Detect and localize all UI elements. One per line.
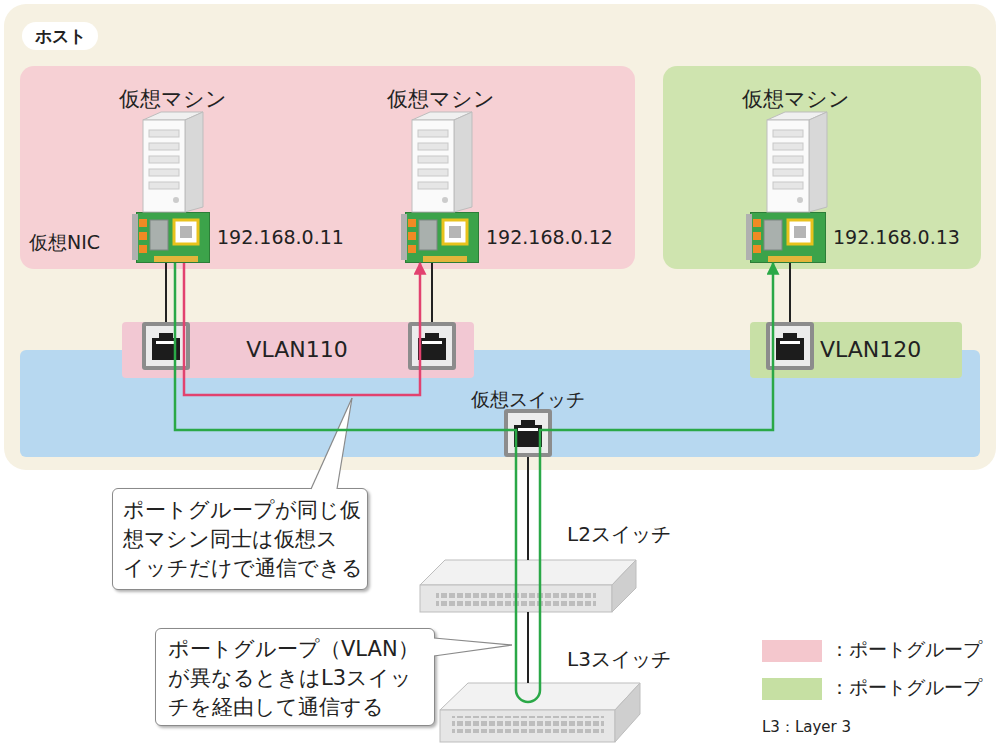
legend-text: ：ポートグループ bbox=[830, 676, 982, 700]
callout-tail bbox=[433, 638, 512, 656]
node-label: VLAN120 bbox=[820, 336, 921, 364]
l3-switch-icon bbox=[440, 683, 640, 710]
l3-switch-icon bbox=[615, 683, 640, 742]
virtual-nic: 192.168.0.12 bbox=[405, 212, 479, 263]
legend-entry: ：ポートグループ bbox=[762, 640, 992, 664]
node-label: ホスト bbox=[22, 22, 98, 50]
l3-switch-icon bbox=[452, 716, 604, 733]
l2-switch-icon bbox=[420, 560, 636, 585]
callout-note: ポートグループが同じ仮 想マシン同士は仮想ス イッチだけで通信できる bbox=[112, 488, 368, 590]
callout-note: ポートグループ（VLAN） が異なるときはL3スイッ チを経由して通信する bbox=[155, 628, 435, 726]
node-label: 仮想マシン bbox=[110, 86, 235, 112]
host-machine: ホスト仮想マシン仮想NIC192.168.0.11仮想マシン192.168.0.… bbox=[4, 4, 996, 470]
node-label: 192.168.0.12 bbox=[486, 226, 613, 250]
callout-tail bbox=[434, 645, 512, 656]
virtual-nic: 仮想NIC192.168.0.11 bbox=[136, 212, 210, 263]
node-label: 仮想マシン bbox=[378, 86, 503, 112]
legend-text: ：ポートグループ bbox=[830, 638, 982, 662]
uplink-cable bbox=[527, 457, 529, 560]
uplink-cable bbox=[527, 612, 529, 683]
node-label: 仮想NIC bbox=[29, 231, 100, 255]
node-label: 仮想スイッチ bbox=[428, 388, 628, 412]
virtual-machine: 仮想マシン192.168.0.13 bbox=[733, 80, 858, 215]
l2-switch-icon bbox=[436, 590, 596, 607]
legend-entry: ：ポートグループ bbox=[762, 678, 992, 702]
virtual-nic: 192.168.0.13 bbox=[750, 212, 826, 263]
node-label: VLAN110 bbox=[222, 336, 372, 364]
l3-switch: L3スイッチ bbox=[440, 683, 640, 745]
vlan-port-group: VLAN120 bbox=[750, 322, 962, 378]
node-label: 192.168.0.11 bbox=[217, 226, 344, 250]
node-label: ポートグループ（VLAN） が異なるときはL3スイッ チを経由して通信する bbox=[168, 635, 428, 722]
legend-swatch bbox=[762, 640, 822, 662]
abbreviation-note: L3：Layer 3 bbox=[762, 718, 851, 737]
vlan-port-group: VLAN110 bbox=[122, 322, 474, 378]
callout-tail bbox=[434, 638, 512, 645]
node-label: L3スイッチ bbox=[567, 647, 671, 672]
virtual-machine: 仮想マシン仮想NIC192.168.0.11 bbox=[110, 80, 235, 215]
node-label: 仮想マシン bbox=[733, 86, 858, 112]
l3-switch-icon bbox=[440, 710, 615, 742]
l2-switch-icon bbox=[612, 560, 636, 612]
l2-switch-icon bbox=[420, 560, 636, 612]
legend-swatch bbox=[762, 678, 822, 700]
traffic-u-turn bbox=[516, 683, 540, 702]
callout-tail bbox=[433, 638, 512, 656]
node-label: L2スイッチ bbox=[567, 522, 671, 547]
node-label: 192.168.0.13 bbox=[833, 226, 960, 250]
l3-switch-icon bbox=[440, 683, 640, 742]
virtual-machine: 仮想マシン192.168.0.12 bbox=[378, 80, 503, 215]
l2-switch: L2スイッチ bbox=[420, 560, 636, 612]
l2-switch-icon bbox=[420, 585, 612, 612]
node-label: ポートグループが同じ仮 想マシン同士は仮想ス イッチだけで通信できる bbox=[123, 496, 363, 583]
